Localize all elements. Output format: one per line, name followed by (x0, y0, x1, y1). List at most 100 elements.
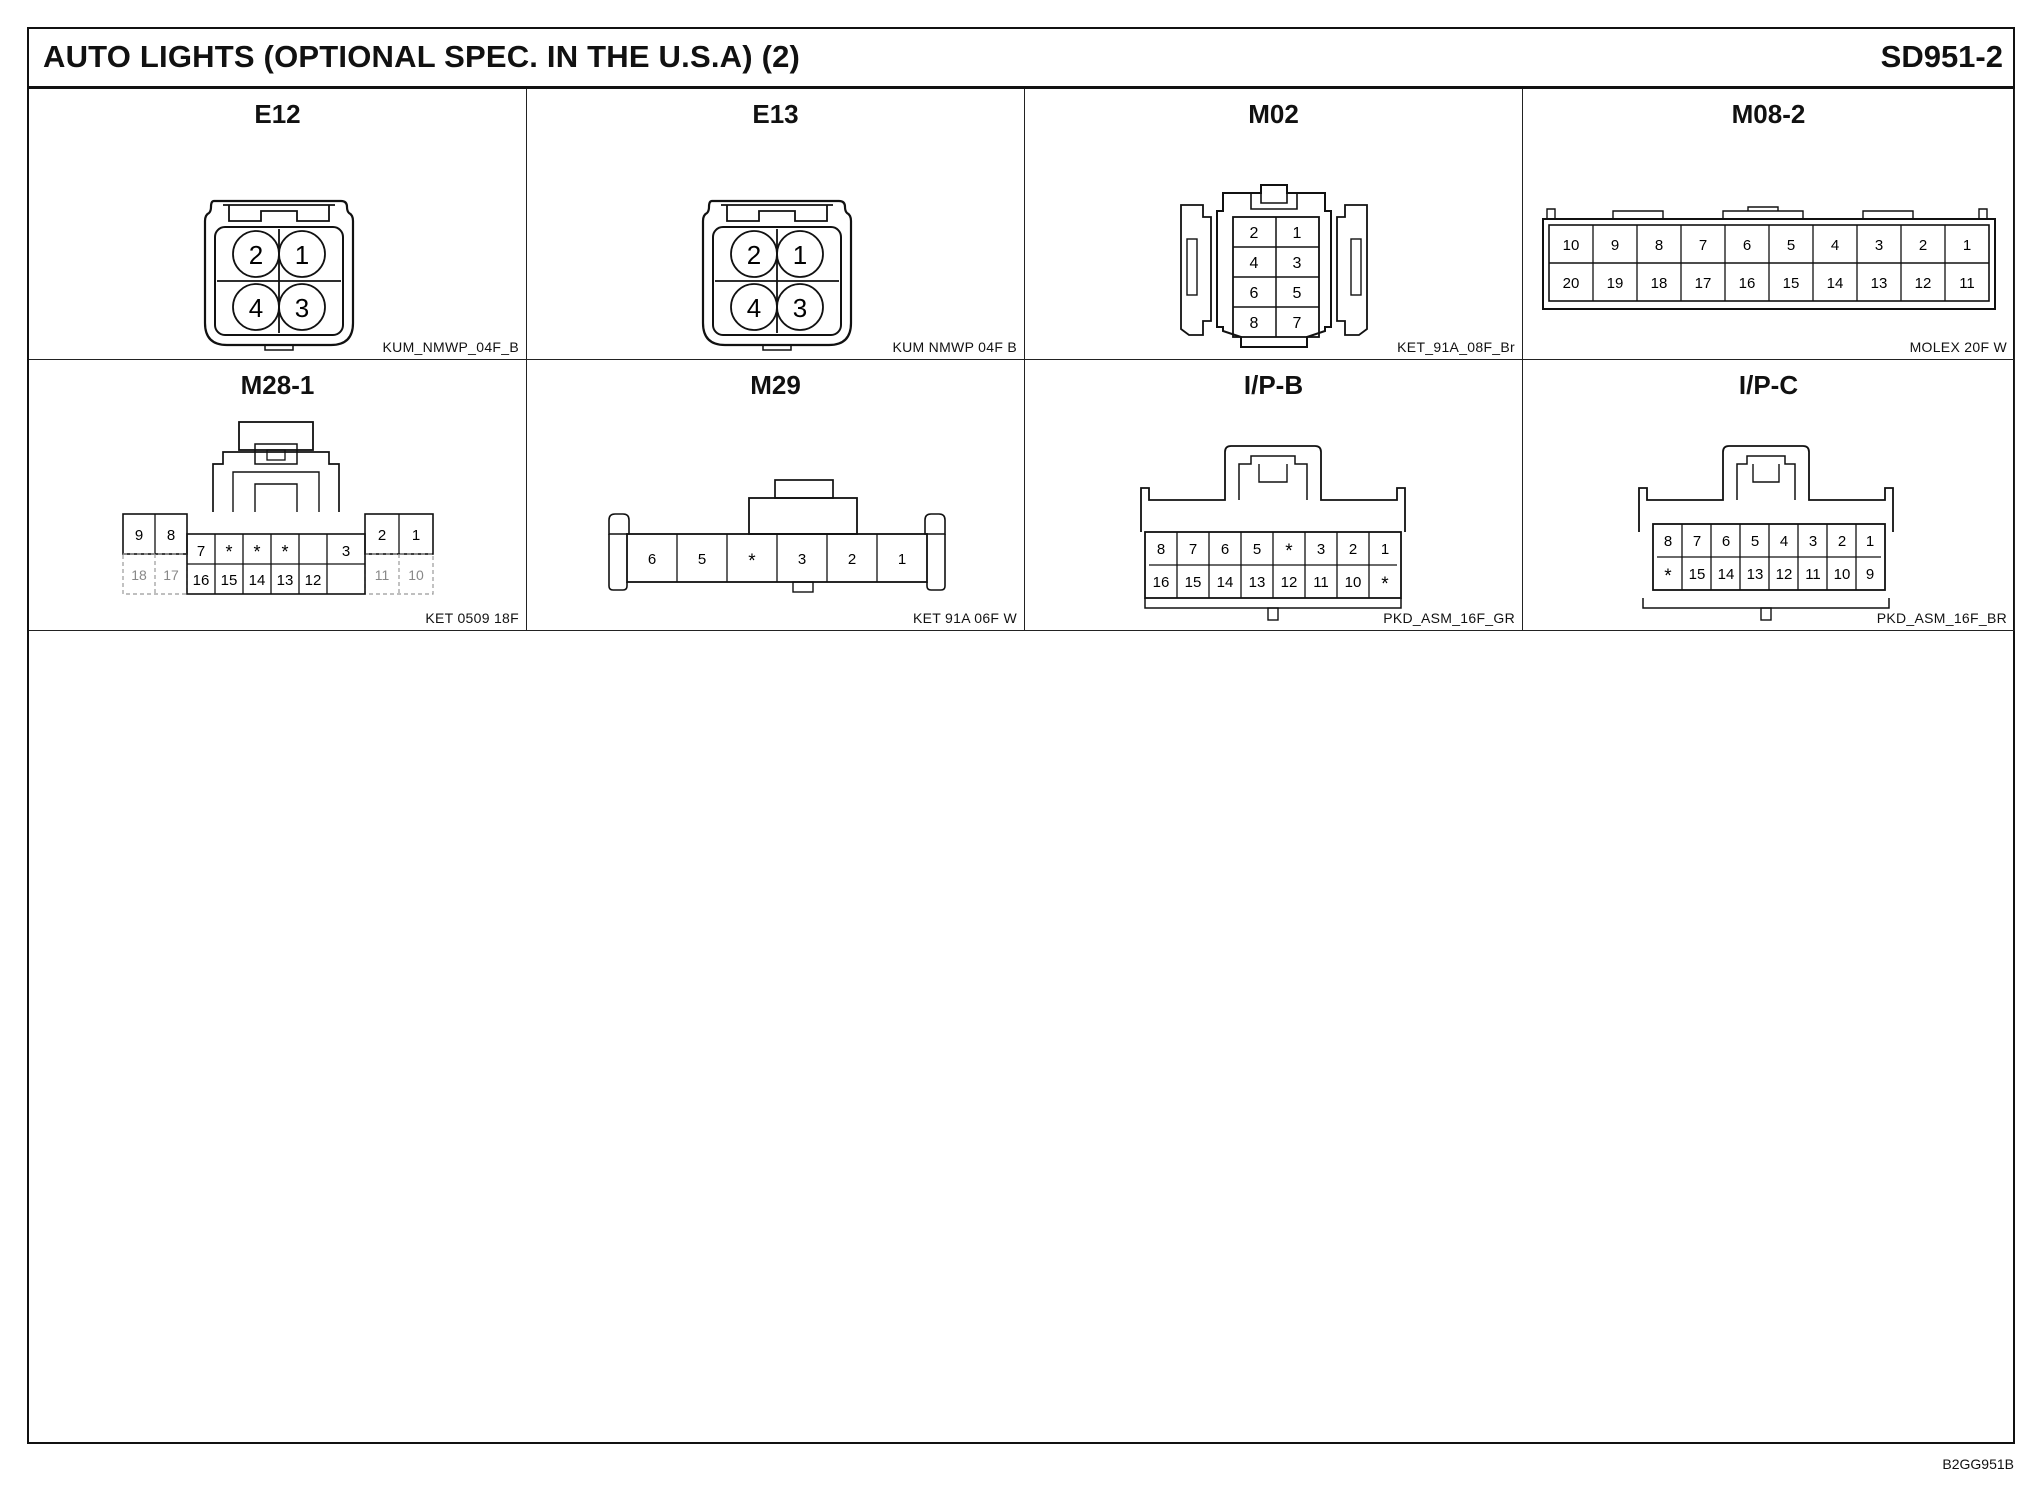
pin-label: 1 (1963, 237, 1971, 254)
pin-label: 4 (747, 293, 761, 323)
pin-label: 3 (1317, 541, 1325, 558)
pin-label: 5 (1751, 533, 1759, 550)
pin-label: 2 (1250, 225, 1259, 242)
pin-label: 6 (1250, 285, 1259, 302)
pin-label: 1 (1381, 541, 1389, 558)
connector-name: E13 (752, 99, 799, 129)
part-number: MOLEX 20F W (1909, 339, 2007, 355)
pin-label: 3 (793, 293, 807, 323)
pin-label: 17 (1695, 275, 1712, 292)
pin-label: 4 (1831, 237, 1839, 254)
pin-label: 9 (135, 527, 143, 544)
pin-label: 9 (1611, 237, 1619, 254)
pin-label: 1 (898, 551, 906, 568)
connector-name: M28-1 (240, 370, 315, 400)
pin-label: 1 (295, 240, 309, 270)
part-number: PKD_ASM_16F_GR (1383, 610, 1515, 626)
pin-label: 14 (1217, 574, 1234, 591)
pin-label: 3 (798, 551, 806, 568)
pin-label: 18 (131, 567, 147, 583)
part-number: PKD_ASM_16F_BR (1876, 610, 2007, 626)
pin-label: 15 (1185, 574, 1202, 591)
pin-label: 15 (1689, 566, 1706, 583)
pin-label: 8 (1157, 541, 1165, 558)
pin-label: 8 (1250, 315, 1259, 332)
pin-label: 1 (793, 240, 807, 270)
connector-e13-drawing: 2 1 4 3 (701, 199, 853, 351)
connector-name: I/P-B (1243, 370, 1304, 400)
pin-label: 2 (249, 240, 263, 270)
pin-label: 3 (1293, 255, 1302, 272)
pin-label: 1 (1866, 533, 1874, 550)
pin-label: 14 (1718, 566, 1735, 583)
connector-m02: M02 2 1 4 3 6 5 8 7 (1025, 89, 1523, 360)
pin-label: 3 (1809, 533, 1817, 550)
pin-label: 6 (1722, 533, 1730, 550)
pin-label: 2 (1349, 541, 1357, 558)
pin-grid: 6 5 * 3 2 1 (626, 533, 928, 583)
pin-label: 13 (1871, 275, 1888, 292)
connector-m28-1-drawing: 9 8 7 * * * 3 2 1 18 17 16 15 14 13 12 1… (122, 421, 434, 595)
pin-label: 3 (342, 543, 350, 560)
pin-label: 12 (1281, 574, 1298, 591)
connector-ip-c-drawing: 8 7 6 5 4 3 2 1 * 15 14 13 12 11 10 9 (1638, 445, 1894, 621)
pin-label: 1 (412, 527, 420, 544)
connector-e12: E12 2 1 4 3 KUM_NMWP_04F_B (29, 89, 527, 360)
sheet-header: AUTO LIGHTS (OPTIONAL SPEC. IN THE U.S.A… (29, 29, 2013, 89)
connector-e12-drawing: 2 1 4 3 (203, 199, 355, 351)
connector-m29-drawing: 6 5 * 3 2 1 (608, 479, 946, 593)
connector-name: M08-2 (1731, 99, 1806, 129)
figure-id: B2GG951B (1942, 1456, 2014, 1472)
pin-label: 16 (193, 572, 210, 589)
pin-label: 10 (1345, 574, 1362, 591)
pin-label: * (1664, 566, 1672, 587)
empty-area (29, 631, 2013, 1442)
pin-grid: 2 1 4 3 6 5 8 7 (1232, 216, 1320, 338)
pin-label: 2 (1919, 237, 1927, 254)
pin-label: 9 (1866, 566, 1874, 583)
pin-label: 2 (378, 527, 386, 544)
pin-label: 8 (1655, 237, 1663, 254)
pin-label: 4 (249, 293, 263, 323)
pin-label: * (1381, 574, 1389, 595)
pin-label: 17 (163, 567, 179, 583)
pin-label: 12 (1776, 566, 1793, 583)
pin-label: 7 (197, 543, 205, 560)
connector-m02-drawing: 2 1 4 3 6 5 8 7 (1180, 184, 1368, 348)
pin-label: 1 (1293, 225, 1302, 242)
pin-label: 6 (1743, 237, 1751, 254)
connector-m08-2: M08-2 10 9 8 (1523, 89, 2015, 360)
pin-label: 7 (1189, 541, 1197, 558)
pin-label: 14 (1827, 275, 1844, 292)
connector-m08-2-drawing: 10 9 8 7 6 5 4 3 2 1 20 19 18 17 16 15 1… (1542, 206, 1996, 310)
pin-label: 2 (747, 240, 761, 270)
pin-label: 7 (1693, 533, 1701, 550)
pin-grid: 10 9 8 7 6 5 4 3 2 1 20 19 18 17 16 15 1… (1548, 224, 1990, 302)
pin-label: 10 (1563, 237, 1580, 254)
diagram-code: SD951-2 (1880, 39, 2003, 74)
pin-label: 3 (1875, 237, 1883, 254)
pin-label: * (225, 542, 232, 562)
pin-label: 8 (1664, 533, 1672, 550)
pin-label: 14 (249, 572, 266, 589)
pin-label: 11 (1805, 566, 1821, 583)
pin-grid: 8 7 6 5 4 3 2 1 * 15 14 13 12 11 10 9 (1652, 523, 1886, 591)
pin-label: 4 (1780, 533, 1788, 550)
page-title: AUTO LIGHTS (OPTIONAL SPEC. IN THE U.S.A… (43, 39, 801, 74)
connector-ip-c: I/P-C 8 7 6 5 4 3 (1523, 360, 2015, 631)
pin-label: * (1285, 541, 1293, 562)
pin-label: 16 (1739, 275, 1756, 292)
pin-label: 5 (1253, 541, 1261, 558)
connector-name: E12 (254, 99, 301, 129)
connector-name: M02 (1248, 99, 1299, 129)
pin-label: 11 (1959, 275, 1975, 292)
part-number: KET_91A_08F_Br (1397, 339, 1515, 355)
pin-label: 18 (1651, 275, 1668, 292)
pin-grid: 8 7 6 5 * 3 2 1 16 15 14 13 12 11 10 * (1144, 531, 1402, 599)
pin-label: 13 (277, 572, 294, 589)
pin-label: 4 (1250, 255, 1259, 272)
connector-m29: M29 6 5 * 3 2 1 KET 9 (527, 360, 1025, 631)
connector-name: I/P-C (1738, 370, 1799, 400)
pin-label: * (281, 542, 288, 562)
pin-label: 12 (1915, 275, 1932, 292)
